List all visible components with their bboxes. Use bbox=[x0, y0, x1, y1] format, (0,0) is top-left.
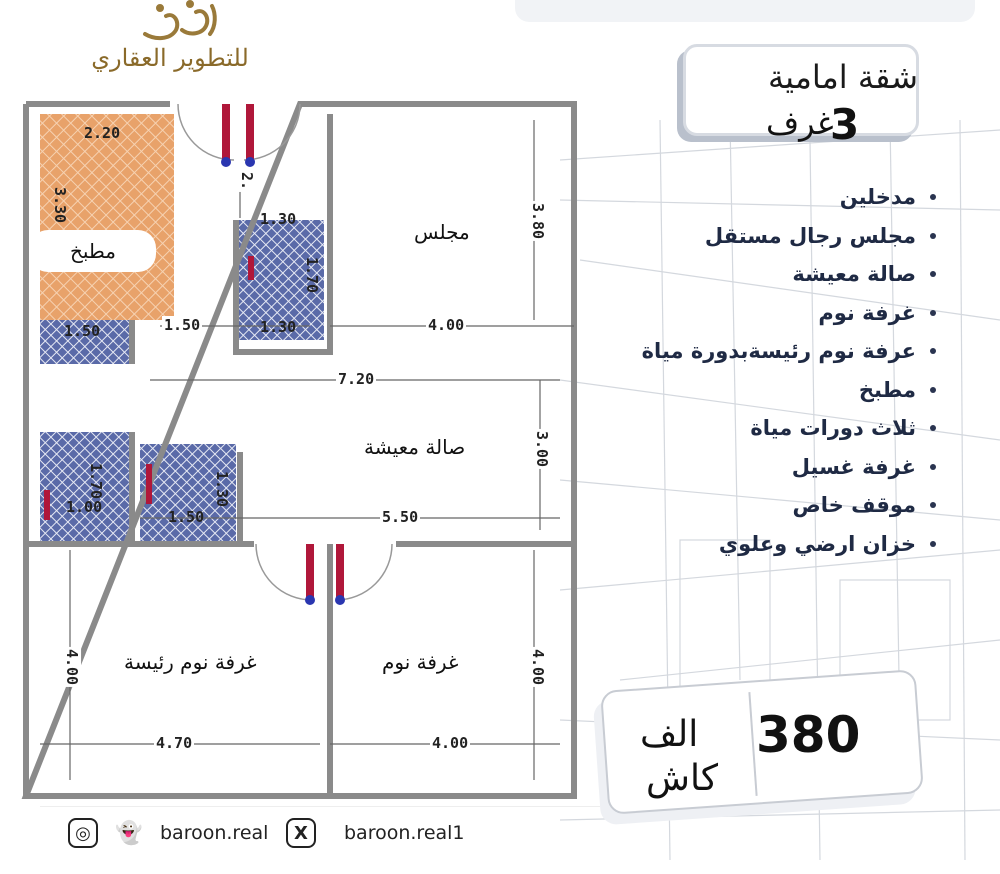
dim-living-width: 7.20 bbox=[336, 370, 377, 388]
feature-item: عرفة نوم رئيسةبدورة مياة bbox=[642, 332, 936, 371]
bullet-icon bbox=[930, 271, 936, 278]
room-label-kitchen: مطبخ bbox=[30, 230, 156, 272]
dim-bath-top-width: 1.30 bbox=[260, 210, 297, 228]
feature-item: مجلس رجال مستقل bbox=[642, 217, 936, 256]
instagram-icon[interactable]: ◎ bbox=[68, 818, 98, 848]
feature-item: صالة معيشة bbox=[642, 255, 936, 294]
brand-tagline: للتطوير العقاري bbox=[91, 44, 249, 72]
feature-item: مدخلين bbox=[642, 178, 936, 217]
bullet-icon bbox=[930, 194, 936, 201]
price-value: 380 bbox=[756, 706, 861, 764]
social-handle-secondary[interactable]: baroon.real1 bbox=[344, 822, 465, 844]
bullet-icon bbox=[930, 309, 936, 316]
price-unit: الف bbox=[640, 714, 699, 755]
dim-corridor-left: 1.50 bbox=[162, 316, 203, 334]
features-list: مدخلين مجلس رجال مستقل صالة معيشة غرفة ن… bbox=[642, 178, 936, 563]
room-label-bedroom: غرفة نوم bbox=[382, 650, 459, 674]
feature-item: مطبخ bbox=[642, 371, 936, 410]
door-leaves bbox=[44, 104, 345, 605]
brand-logo-icon bbox=[143, 0, 217, 41]
feature-item: غرفة نوم bbox=[642, 294, 936, 333]
dim-master-height: 4.00 bbox=[63, 646, 82, 688]
title-card bbox=[683, 44, 919, 136]
room-label-living: صالة معيشة bbox=[364, 435, 466, 459]
dim-bedroom-height: 4.00 bbox=[529, 646, 548, 688]
dim-bedroom-width: 4.00 bbox=[430, 734, 471, 752]
floor-plan: مطبخ مجلس صالة معيشة غرفة نوم رئيسة غرفة… bbox=[0, 80, 600, 810]
snapchat-icon[interactable]: 👻 bbox=[115, 820, 143, 846]
dim-bath-left-height: 1.70 bbox=[87, 462, 106, 500]
social-handle-primary[interactable]: baroon.real bbox=[160, 822, 269, 844]
bullet-icon bbox=[930, 502, 936, 509]
bullet-icon bbox=[930, 348, 936, 355]
floor-plan-drawing bbox=[21, 101, 577, 799]
room-label-master-bedroom: غرفة نوم رئيسة bbox=[124, 650, 257, 674]
feature-item: موقف خاص bbox=[642, 486, 936, 525]
dim-bath-left-width: 1.00 bbox=[66, 498, 103, 516]
bathroom-left-upper bbox=[40, 320, 132, 364]
dim-bath-middle-width: 1.50 bbox=[168, 508, 205, 526]
dim-majlis-height: 3.80 bbox=[529, 200, 548, 242]
dim-kitchen-width: 2.20 bbox=[84, 124, 121, 142]
bullet-icon bbox=[930, 386, 936, 393]
feature-item: غرفة غسيل bbox=[642, 448, 936, 487]
price-payment: كاش bbox=[646, 758, 719, 799]
header-bubble bbox=[515, 0, 975, 22]
feature-item: خزان ارضي وعلوي bbox=[642, 525, 936, 564]
dim-bath-top-bottom: 1.30 bbox=[260, 318, 297, 336]
bullet-icon bbox=[930, 540, 936, 547]
dim-bath-top-height: 1.70 bbox=[303, 256, 322, 294]
x-twitter-icon[interactable]: X bbox=[286, 818, 316, 848]
kitchen-area bbox=[40, 114, 174, 320]
room-label-majlis: مجلس bbox=[414, 220, 470, 244]
title-rooms-count: 3 bbox=[830, 100, 860, 149]
title-apartment-type: شقة امامية bbox=[767, 58, 918, 96]
walls bbox=[21, 101, 577, 799]
dim-living-bottom: 5.50 bbox=[380, 508, 421, 526]
social-footer: ◎ 👻 baroon.real X baroon.real1 bbox=[40, 806, 600, 856]
feature-item: ثلاث دورات مياة bbox=[642, 409, 936, 448]
bullet-icon bbox=[930, 463, 936, 470]
dim-majlis-width: 4.00 bbox=[426, 316, 467, 334]
bathroom-left bbox=[40, 432, 132, 544]
dim-door-gap: 2. bbox=[238, 169, 257, 193]
dim-master-width: 4.70 bbox=[154, 734, 195, 752]
dim-bath-left-top: 1.50 bbox=[64, 322, 101, 340]
dim-living-height: 3.00 bbox=[533, 428, 552, 470]
dim-kitchen-height: 3.30 bbox=[51, 186, 70, 224]
title-rooms-word: غرف bbox=[766, 104, 834, 142]
bullet-icon bbox=[930, 232, 936, 239]
dim-bath-middle-height: 1.30 bbox=[213, 470, 232, 508]
bullet-icon bbox=[930, 425, 936, 432]
